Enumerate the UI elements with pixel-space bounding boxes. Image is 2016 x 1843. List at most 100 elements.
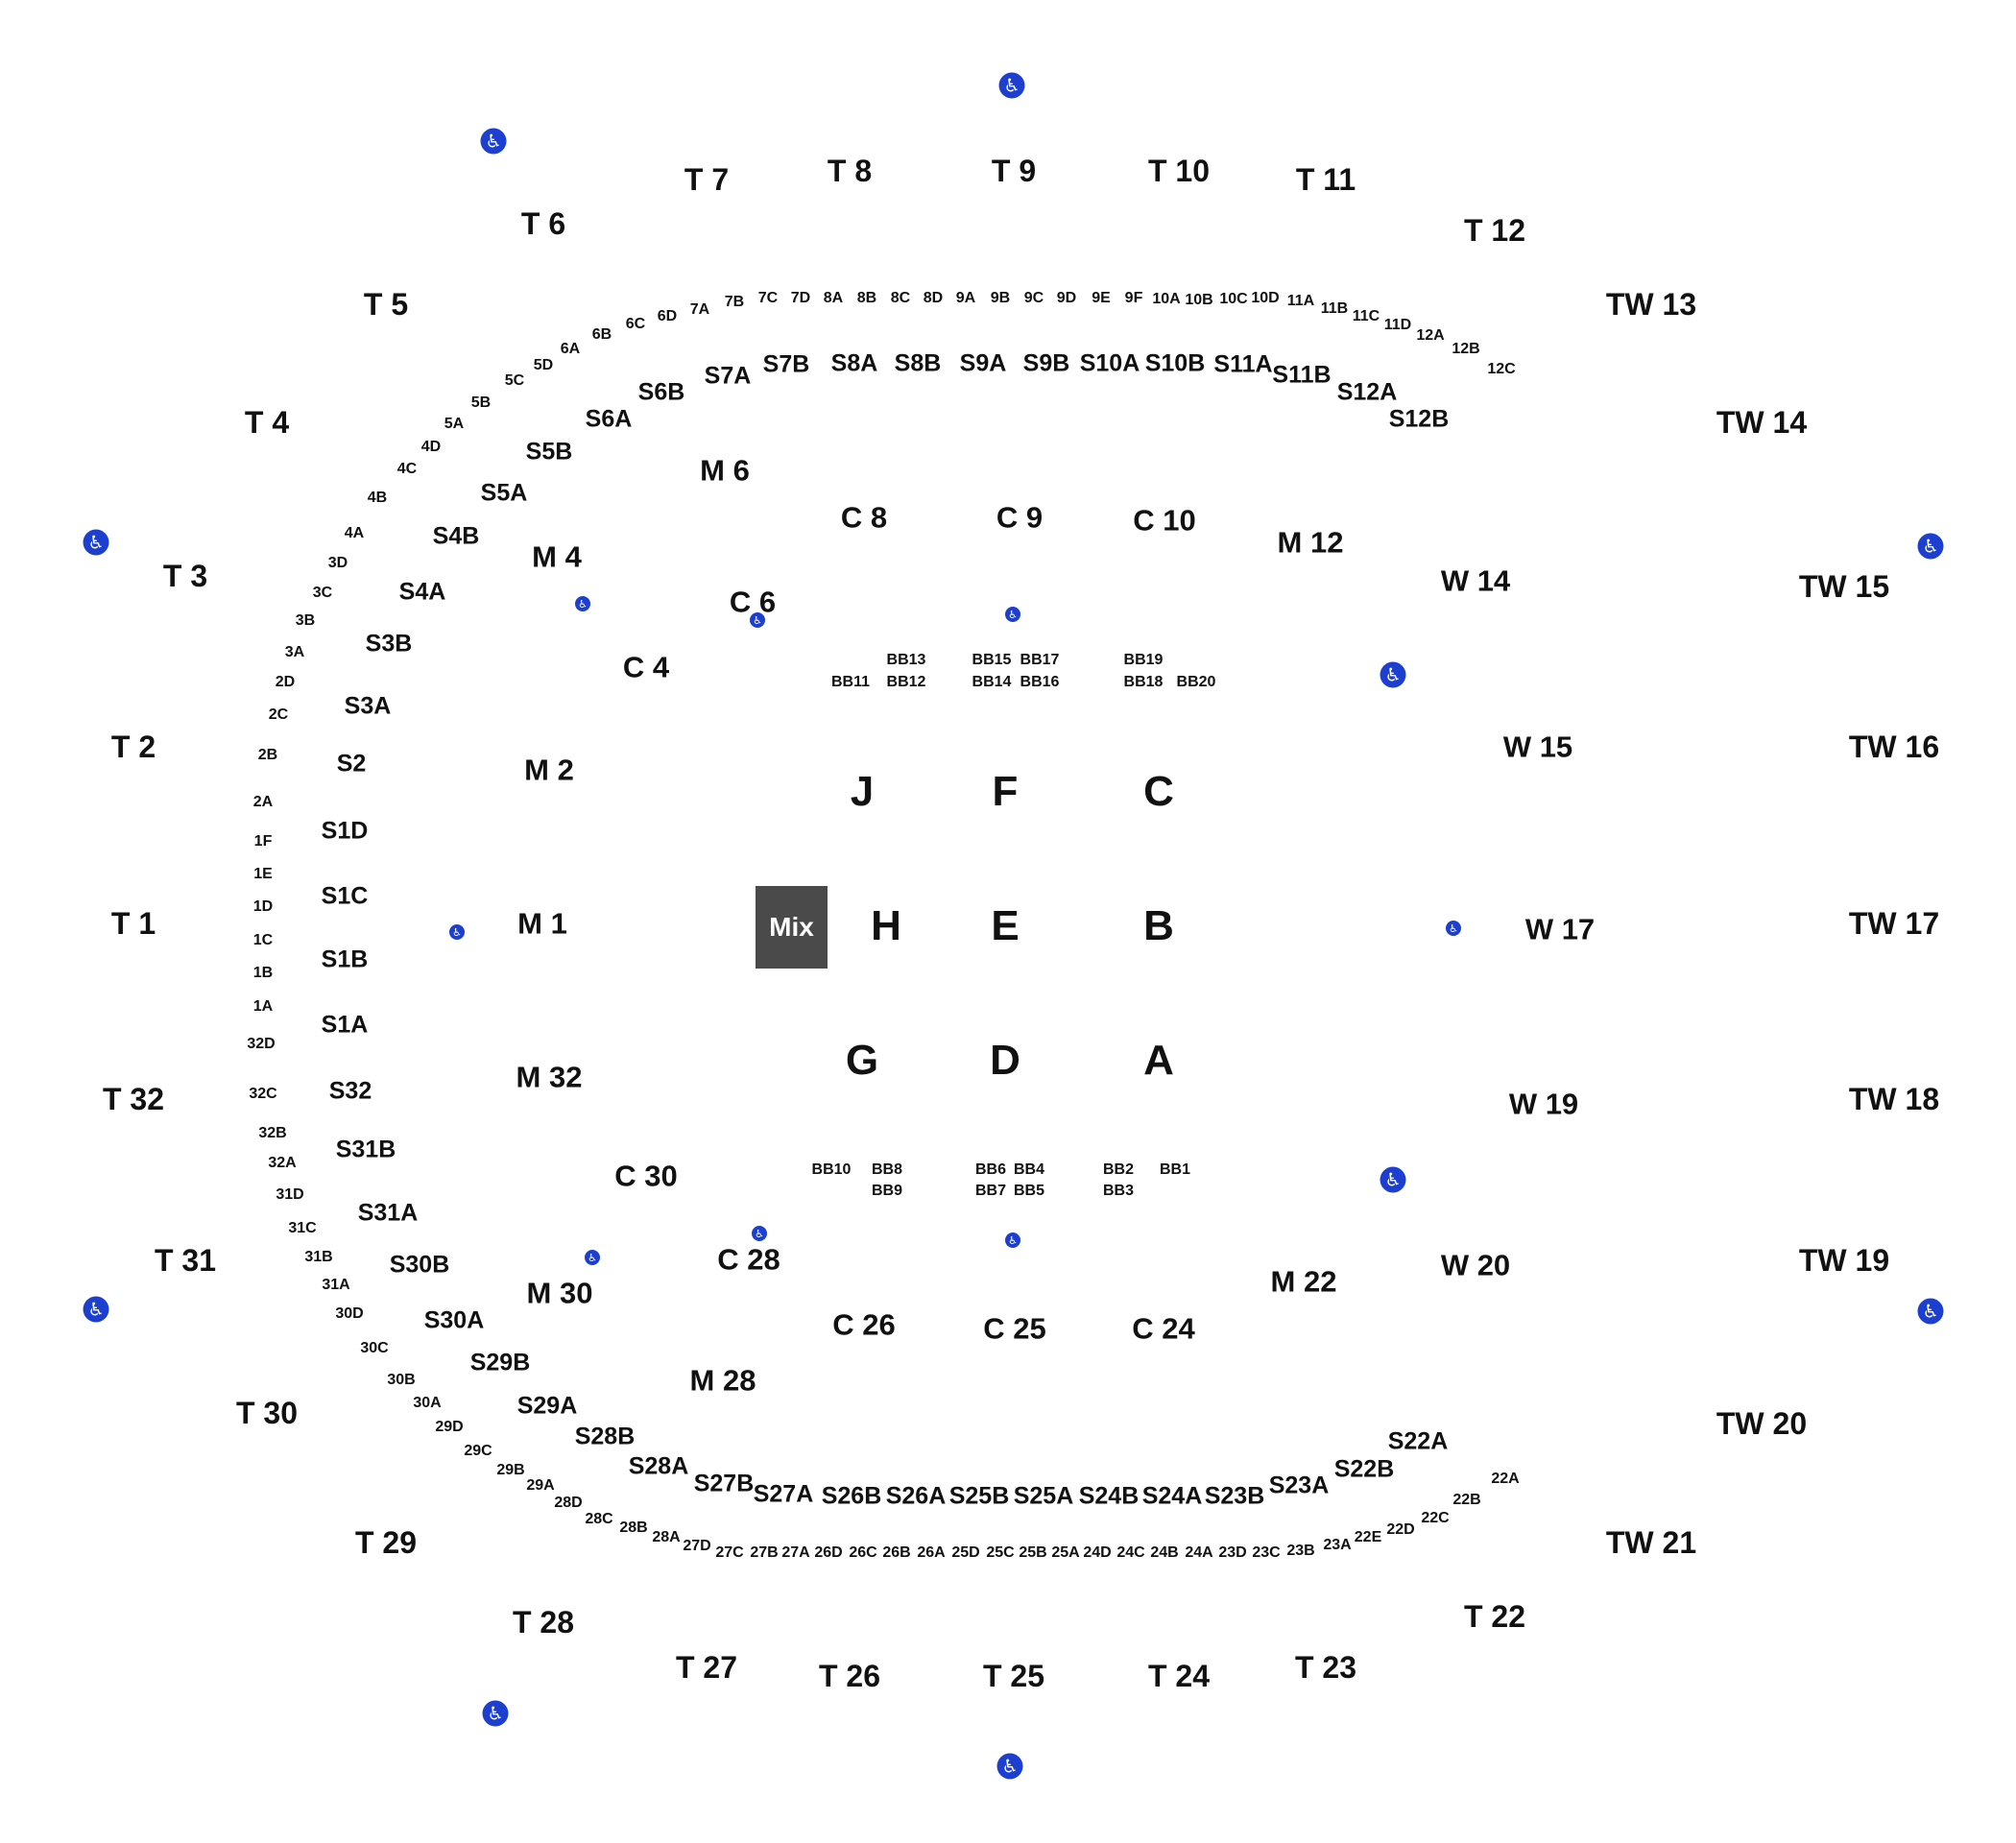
section-t-1[interactable]: T 1: [110, 906, 156, 941]
section-29d[interactable]: 29D: [435, 1419, 464, 1435]
section-t-26[interactable]: T 26: [818, 1659, 881, 1693]
section-4d[interactable]: 4D: [420, 439, 442, 455]
section-22b[interactable]: 22B: [1452, 1492, 1481, 1508]
section-s3b[interactable]: S3B: [365, 630, 413, 658]
section-12a[interactable]: 12A: [1416, 327, 1445, 344]
section-26c[interactable]: 26C: [849, 1544, 877, 1561]
section-bb20[interactable]: BB20: [1176, 674, 1216, 690]
section-4b[interactable]: 4B: [367, 490, 388, 506]
section-s25a[interactable]: S25A: [1013, 1482, 1074, 1510]
section-s26a[interactable]: S26A: [885, 1482, 947, 1510]
section-31d[interactable]: 31D: [276, 1186, 304, 1203]
section-1d[interactable]: 1D: [252, 898, 274, 915]
section-c-28[interactable]: C 28: [717, 1242, 780, 1277]
section-t-29[interactable]: T 29: [354, 1525, 418, 1560]
section-s28a[interactable]: S28A: [628, 1452, 689, 1480]
section-23c[interactable]: 23C: [1252, 1544, 1281, 1561]
section-4a[interactable]: 4A: [344, 525, 365, 541]
section-t-6[interactable]: T 6: [520, 206, 566, 241]
section-32c[interactable]: 32C: [249, 1086, 277, 1102]
section-25c[interactable]: 25C: [986, 1544, 1015, 1561]
section-9b[interactable]: 9B: [990, 290, 1011, 306]
section-m-28[interactable]: M 28: [689, 1363, 756, 1398]
section-22a[interactable]: 22A: [1491, 1471, 1520, 1487]
section-bb6[interactable]: BB6: [974, 1161, 1007, 1178]
section-bb10[interactable]: BB10: [811, 1161, 852, 1178]
section-25b[interactable]: 25B: [1019, 1544, 1047, 1561]
section-30d[interactable]: 30D: [335, 1305, 364, 1322]
section-m-4[interactable]: M 4: [532, 539, 582, 574]
section-m-1[interactable]: M 1: [517, 906, 567, 941]
section-8b[interactable]: 8B: [856, 290, 877, 306]
section-bb3[interactable]: BB3: [1102, 1183, 1135, 1199]
section-c-24[interactable]: C 24: [1132, 1311, 1195, 1346]
section-tw-19[interactable]: TW 19: [1798, 1243, 1890, 1278]
section-m-12[interactable]: M 12: [1277, 525, 1344, 560]
section-c-26[interactable]: C 26: [832, 1307, 896, 1342]
section-t-5[interactable]: T 5: [363, 287, 409, 322]
section-tw-15[interactable]: TW 15: [1798, 569, 1890, 604]
section-24d[interactable]: 24D: [1083, 1544, 1112, 1561]
section-bb12[interactable]: BB12: [886, 674, 926, 690]
section-27d[interactable]: 27D: [683, 1538, 711, 1554]
section-s23a[interactable]: S23A: [1268, 1472, 1330, 1499]
section-tw-13[interactable]: TW 13: [1605, 287, 1697, 322]
section-5b[interactable]: 5B: [470, 395, 492, 411]
section-t-27[interactable]: T 27: [675, 1650, 738, 1685]
section-9c[interactable]: 9C: [1023, 290, 1044, 306]
section-t-23[interactable]: T 23: [1294, 1650, 1357, 1685]
section-7c[interactable]: 7C: [757, 290, 779, 306]
section-m-30[interactable]: M 30: [526, 1276, 593, 1310]
section-24b[interactable]: 24B: [1150, 1544, 1179, 1561]
section-t-24[interactable]: T 24: [1147, 1659, 1211, 1693]
section-8d[interactable]: 8D: [923, 290, 944, 306]
section-s8b[interactable]: S8B: [894, 349, 942, 377]
section-b[interactable]: B: [1143, 902, 1174, 949]
section-s6a[interactable]: S6A: [585, 405, 633, 433]
section-32a[interactable]: 32A: [268, 1155, 297, 1171]
section-f[interactable]: F: [992, 768, 1019, 815]
section-s4a[interactable]: S4A: [398, 578, 446, 606]
section-32b[interactable]: 32B: [258, 1125, 287, 1141]
section-3b[interactable]: 3B: [295, 612, 316, 629]
section-t-12[interactable]: T 12: [1463, 213, 1526, 248]
section-t-4[interactable]: T 4: [244, 405, 290, 440]
section-26b[interactable]: 26B: [882, 1544, 911, 1561]
section-tw-18[interactable]: TW 18: [1848, 1082, 1940, 1116]
section-31a[interactable]: 31A: [322, 1277, 350, 1293]
section-c[interactable]: C: [1143, 768, 1174, 815]
section-s12b[interactable]: S12B: [1388, 405, 1450, 433]
section-2c[interactable]: 2C: [268, 706, 289, 723]
section-bb1[interactable]: BB1: [1159, 1161, 1191, 1178]
section-s24a[interactable]: S24A: [1141, 1482, 1203, 1510]
section-w-17[interactable]: W 17: [1524, 912, 1596, 946]
section-bb7[interactable]: BB7: [974, 1183, 1007, 1199]
section-bb17[interactable]: BB17: [1020, 652, 1060, 668]
section-9a[interactable]: 9A: [955, 290, 976, 306]
section-3c[interactable]: 3C: [312, 585, 333, 601]
section-s1a[interactable]: S1A: [321, 1011, 369, 1039]
section-27b[interactable]: 27B: [750, 1544, 779, 1561]
section-t-8[interactable]: T 8: [827, 154, 873, 188]
section-bb14[interactable]: BB14: [972, 674, 1012, 690]
section-7a[interactable]: 7A: [689, 301, 710, 318]
section-29b[interactable]: 29B: [496, 1462, 525, 1478]
section-6a[interactable]: 6A: [560, 341, 581, 357]
section-bb2[interactable]: BB2: [1102, 1161, 1135, 1178]
section-t-3[interactable]: T 3: [162, 559, 208, 593]
section-bb5[interactable]: BB5: [1013, 1183, 1045, 1199]
section-t-11[interactable]: T 11: [1295, 162, 1356, 197]
section-tw-14[interactable]: TW 14: [1716, 405, 1808, 440]
section-m-32[interactable]: M 32: [516, 1060, 583, 1094]
section-s23b[interactable]: S23B: [1204, 1482, 1265, 1510]
section-tw-16[interactable]: TW 16: [1848, 730, 1940, 764]
section-1c[interactable]: 1C: [252, 932, 274, 948]
section-tw-20[interactable]: TW 20: [1716, 1406, 1808, 1441]
section-28b[interactable]: 28B: [619, 1520, 648, 1536]
section-27c[interactable]: 27C: [715, 1544, 744, 1561]
section-t-7[interactable]: T 7: [684, 162, 730, 197]
section-30a[interactable]: 30A: [413, 1395, 442, 1411]
section-s5b[interactable]: S5B: [525, 438, 573, 466]
section-s11a[interactable]: S11A: [1213, 350, 1273, 378]
section-s29b[interactable]: S29B: [469, 1349, 531, 1376]
